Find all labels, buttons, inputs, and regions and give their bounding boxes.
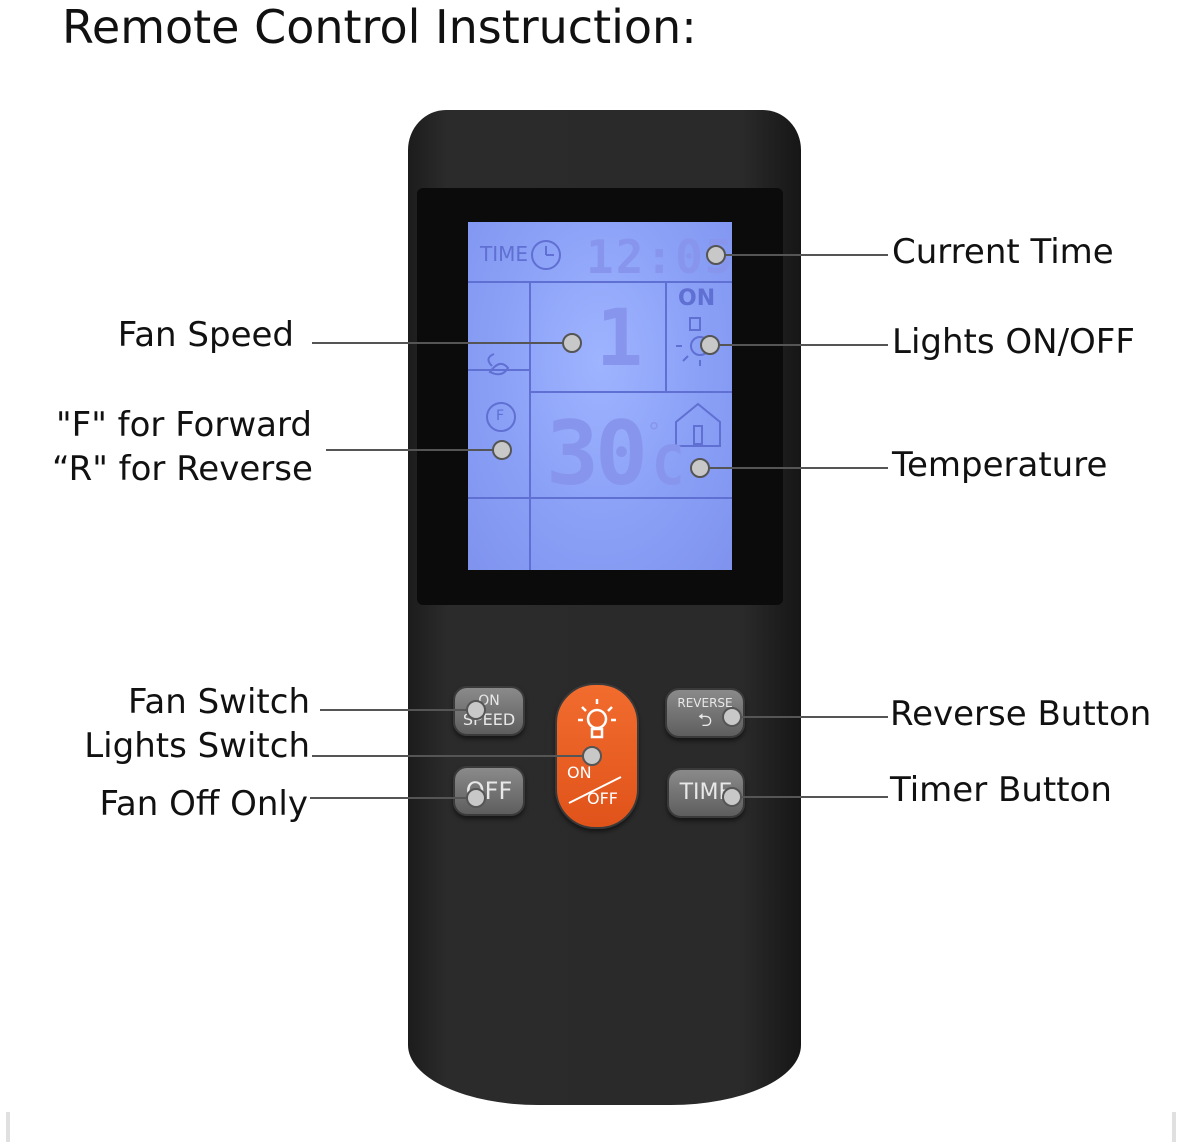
leader-timer [732,796,888,798]
label-fan-switch: Fan Switch [127,682,310,722]
label-temperature: Temperature [892,445,1108,485]
leader-direction [326,449,502,451]
clock-icon [531,240,561,270]
reverse-label: REVERSE [677,696,733,710]
fan-switch-bottom-label: SPEED [462,710,516,729]
onoff-divider [568,776,622,804]
marker-fan-off [466,788,486,808]
label-current-time: Current Time [892,232,1114,272]
lcd-speed-value: 1 [596,294,643,384]
marker-reverse [722,707,742,727]
label-fan-off-only: Fan Off Only [99,784,309,824]
leader-fan-off [310,797,476,799]
marker-timer [722,787,742,807]
marker-lights-switch [582,746,602,766]
lcd-display: TIME 12:05 ON 1 F 30 ° C [468,222,732,570]
leader-fan-speed [312,342,572,344]
lcd-direction-letter: F [496,408,505,424]
marker-direction [492,440,512,460]
fan-switch-button[interactable]: ON SPEED [453,686,525,736]
page-title: Remote Control Instruction: [62,0,697,54]
marker-current-time [706,245,726,265]
fan-icon [487,353,510,376]
leader-temperature [700,467,888,469]
marker-temperature [690,458,710,478]
label-fan-speed: Fan Speed [117,315,294,355]
lcd-on-label: ON [678,286,716,311]
house-icon [675,402,721,447]
leader-reverse [732,716,888,718]
lcd-temperature-value: 30 [546,402,648,505]
onoff-bottom-label: OFF [587,789,618,808]
label-lights-on-off: Lights ON/OFF [892,322,1135,362]
marker-lights [700,335,720,355]
direction-icon [486,402,516,432]
lightbulb-icon [578,699,616,739]
leader-lights [710,344,888,346]
marker-fan-switch [466,700,486,720]
edge-mark-left [6,1112,10,1142]
lcd-grid [468,240,732,570]
lcd-time-label: TIME [480,242,529,266]
label-reverse-button: Reverse Button [890,694,1152,734]
lcd-unit: C [652,434,685,497]
leader-lights-switch [312,755,592,757]
lcd-degree: ° [648,418,660,446]
fan-off-button[interactable]: OFF [453,766,525,816]
label-reverse: “R" for Reverse [52,449,313,489]
leader-fan-switch [320,709,476,711]
label-lights-switch: Lights Switch [84,726,310,766]
reverse-arrow-icon: ⮌ [697,710,713,731]
label-forward: "F" for Forward [56,405,312,445]
marker-fan-speed [562,333,582,353]
edge-mark-right [1172,1112,1176,1142]
label-timer-button: Timer Button [890,770,1112,810]
leader-current-time [716,254,888,256]
onoff-top-label: ON [567,763,592,782]
